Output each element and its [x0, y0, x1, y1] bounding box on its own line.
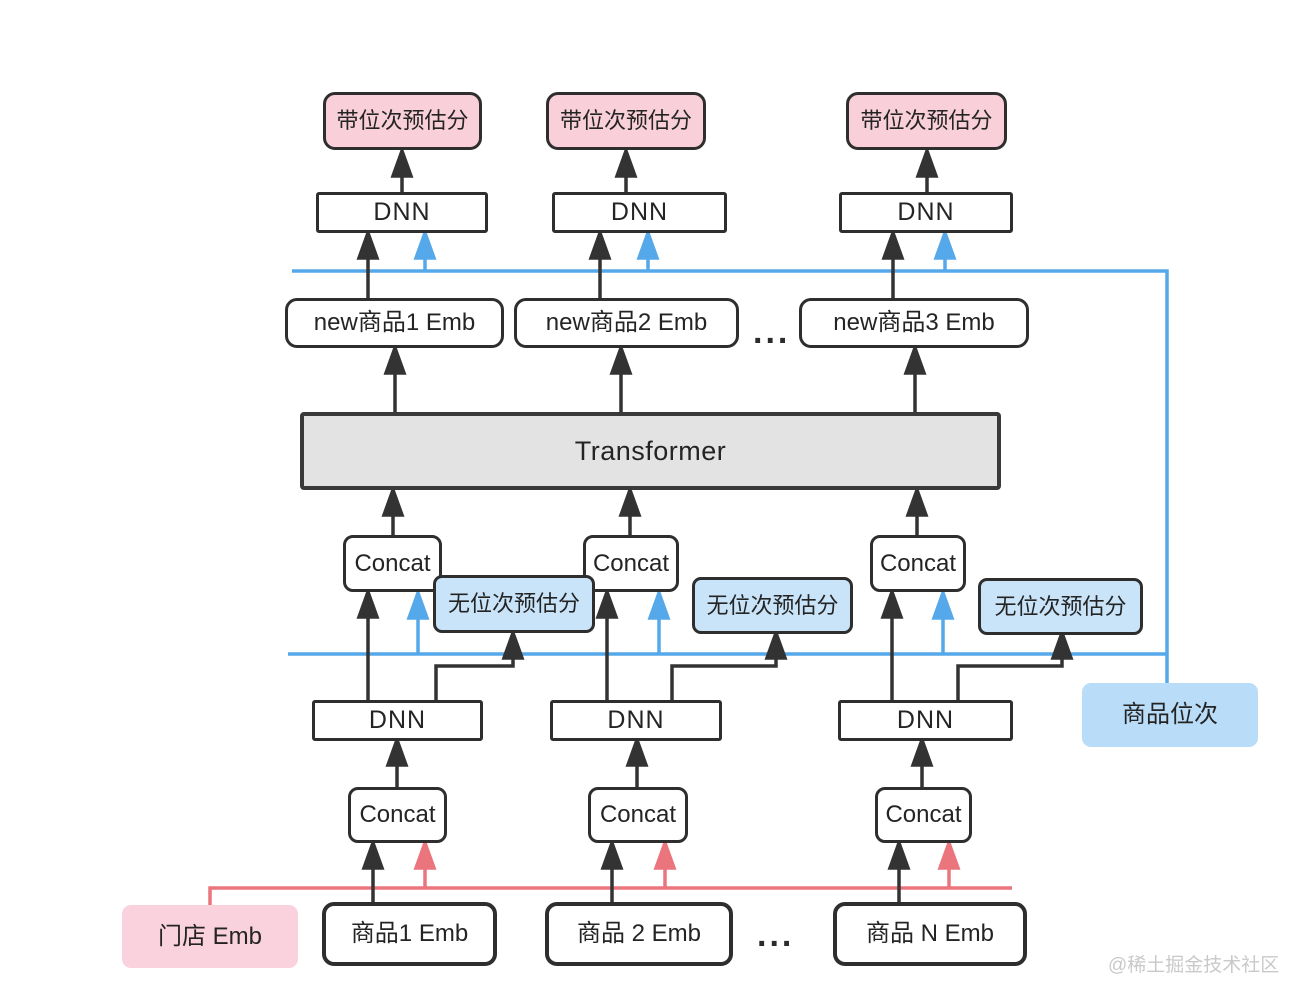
store-emb-arrows	[413, 837, 961, 888]
dnn-top-box-3: DNN	[839, 192, 1013, 233]
store-emb-box: 门店 Emb	[122, 905, 298, 968]
dnn-bottom-box-1: DNN	[312, 700, 483, 741]
position-arrows-concat	[406, 587, 955, 654]
new-emb-box-1: new商品1 Emb	[285, 298, 504, 348]
item-emb-box-1: 商品1 Emb	[322, 902, 497, 966]
concat-top-box-2: Concat	[583, 535, 679, 592]
concat-bottom-box-1: Concat	[348, 787, 447, 843]
black-connectors	[356, 145, 1074, 902]
pos-score-box-1: 带位次预估分	[323, 92, 482, 150]
ellipsis-new-emb: ...	[753, 313, 791, 351]
pos-score-box-3: 带位次预估分	[846, 92, 1007, 150]
transformer-box: Transformer	[300, 412, 1001, 490]
concat-top-box-1: Concat	[343, 535, 442, 592]
concat-bottom-box-3: Concat	[875, 787, 972, 843]
pos-score-box-2: 带位次预估分	[546, 92, 706, 150]
ellipsis-item-emb: ...	[757, 916, 795, 954]
store-emb-wire	[208, 886, 1012, 906]
dnn-bottom-box-2: DNN	[550, 700, 722, 741]
concat-top-box-3: Concat	[870, 535, 966, 592]
position-arrows-dnn	[413, 227, 957, 271]
dnn-top-box-1: DNN	[316, 192, 488, 233]
no-pos-score-box-3: 无位次预估分	[978, 578, 1143, 635]
new-emb-box-3: new商品3 Emb	[799, 298, 1029, 348]
item-emb-box-2: 商品 2 Emb	[545, 902, 733, 966]
no-pos-score-box-1: 无位次预估分	[433, 575, 595, 633]
item-emb-box-N: 商品 N Emb	[833, 902, 1027, 966]
item-position-wire	[288, 269, 1169, 683]
concat-bottom-box-2: Concat	[588, 787, 688, 843]
new-emb-box-2: new商品2 Emb	[514, 298, 739, 348]
watermark: @稀土掘金技术社区	[1108, 955, 1280, 976]
dnn-bottom-box-3: DNN	[838, 700, 1013, 741]
dnn-top-box-2: DNN	[552, 192, 727, 233]
item-position-box: 商品位次	[1082, 683, 1258, 747]
no-pos-score-box-2: 无位次预估分	[692, 577, 853, 634]
